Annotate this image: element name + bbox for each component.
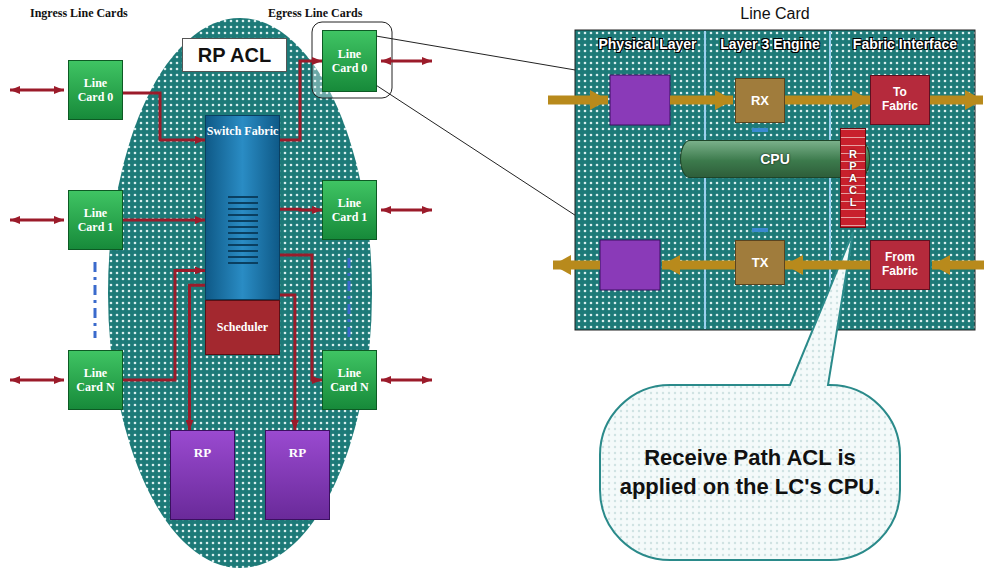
data-path-arrow	[123, 93, 205, 140]
node-label: CPU	[760, 151, 790, 167]
node-label: From Fabric	[874, 251, 926, 279]
data-path-arrow	[280, 295, 295, 430]
node-label: RP ACL	[198, 44, 271, 67]
data-path-arrow	[123, 219, 205, 222]
packet-arrow	[553, 261, 600, 270]
node-label: Receive Path ACL is applied on the LC's …	[618, 444, 882, 501]
packet-arrow	[548, 96, 608, 105]
line-card: Line Card 1	[68, 190, 123, 250]
panel-heading: Line Card	[740, 5, 809, 23]
line-card: Line Card 0	[322, 30, 377, 92]
data-path-arrow	[280, 255, 322, 380]
node-label: Scheduler	[217, 320, 268, 335]
phy-chip	[600, 240, 660, 290]
node-label: Line Card N	[328, 366, 371, 395]
data-path-arrow	[123, 270, 205, 380]
acl-firewall: RPACL	[840, 128, 866, 228]
router-chassis	[108, 18, 372, 568]
node-label: RX	[751, 93, 769, 108]
engine-block: RX	[735, 78, 785, 123]
group-heading: Ingress Line Cards	[30, 6, 128, 21]
group-heading: Egress Line Cards	[268, 6, 362, 21]
node-label: RPACL	[848, 148, 859, 208]
engine-block: TX	[735, 240, 785, 285]
node-label: Line Card 0	[328, 47, 371, 76]
node-label: Line Card N	[74, 366, 117, 395]
scheduler-box: Scheduler	[205, 300, 280, 355]
node-label: Line Card 1	[74, 206, 117, 235]
data-path-arrow	[785, 96, 870, 105]
external-link	[381, 379, 432, 382]
data-path-arrow	[785, 261, 870, 270]
node-label: RP	[194, 445, 211, 461]
bus-mark	[752, 128, 768, 132]
ellipsis-mark	[348, 258, 351, 340]
external-link	[10, 379, 64, 382]
line-card: Line Card 0	[68, 60, 123, 120]
external-links	[10, 61, 432, 380]
acl-box: RP ACL	[182, 38, 287, 72]
data-path-arrow	[190, 285, 206, 430]
zoom-lines	[377, 36, 575, 215]
external-link	[10, 89, 64, 92]
line-card: Line Card 1	[322, 180, 377, 240]
section-label: Physical Layer	[595, 36, 700, 52]
phy-chip	[610, 75, 670, 125]
external-link	[381, 209, 432, 212]
switch-fabric: Switch Fabric	[205, 115, 280, 300]
external-link	[10, 219, 64, 222]
fabric-block: From Fabric	[870, 240, 930, 290]
packet-arrow	[662, 261, 735, 270]
route-processor: RP	[265, 430, 330, 520]
section-label: Layer 3 Engine	[712, 36, 828, 52]
line-card: Line Card N	[68, 350, 123, 410]
section-divider	[704, 31, 706, 329]
fabric-block: To Fabric	[870, 75, 930, 125]
data-path-arrow	[280, 208, 322, 212]
callout-bubble: Receive Path ACL is applied on the LC's …	[612, 398, 888, 548]
external-link	[381, 60, 432, 63]
bus-mark	[752, 228, 768, 232]
route-processor: RP	[170, 430, 235, 520]
node-label: RP	[289, 445, 306, 461]
node-label: Line Card 1	[328, 196, 371, 225]
node-label: Line Card 0	[74, 76, 117, 105]
line-card-board	[575, 30, 975, 330]
zoom-highlight	[312, 22, 392, 98]
packet-arrow	[932, 261, 984, 270]
packet-arrow	[930, 96, 983, 105]
line-card: Line Card N	[322, 350, 377, 410]
node-label: To Fabric	[874, 86, 926, 114]
packet-arrow	[670, 96, 733, 105]
ellipsis-mark	[94, 262, 97, 338]
data-path-arrow	[280, 61, 322, 140]
section-label: Fabric Interface	[838, 36, 972, 52]
node-label: Switch Fabric	[207, 124, 279, 139]
node-label: TX	[752, 255, 769, 270]
callout-shape	[600, 232, 900, 560]
